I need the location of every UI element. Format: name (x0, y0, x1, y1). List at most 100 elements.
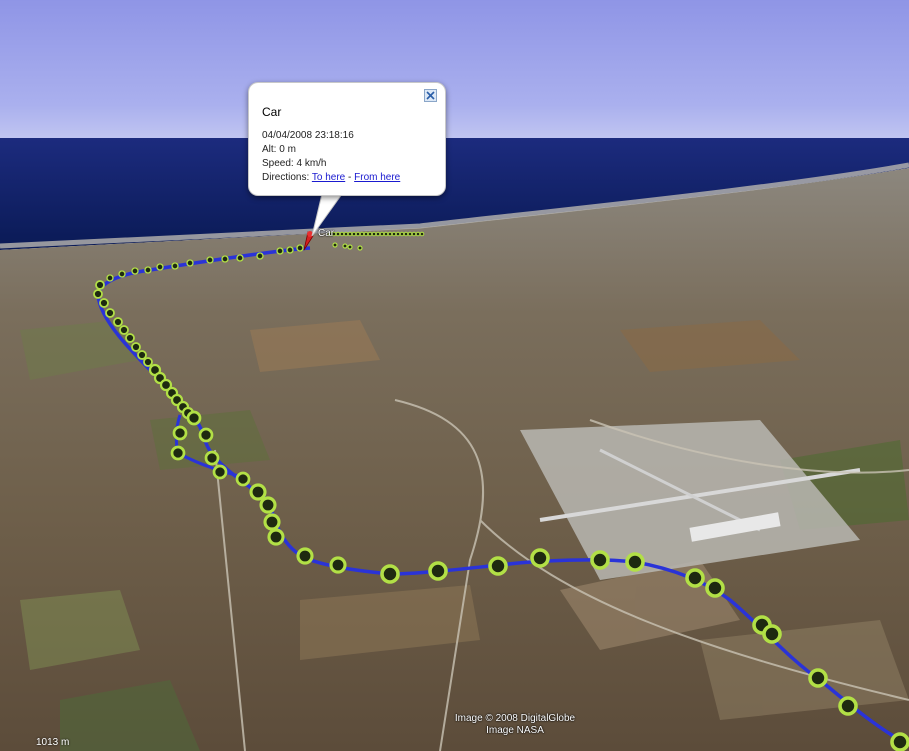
waypoint-icon[interactable] (399, 231, 405, 237)
waypoint-icon[interactable] (276, 247, 284, 255)
waypoint-icon[interactable] (249, 483, 267, 501)
waypoint-icon[interactable] (296, 547, 314, 565)
waypoint-icon[interactable] (332, 242, 338, 248)
waypoint-icon[interactable] (113, 317, 123, 327)
waypoint-icon[interactable] (379, 231, 385, 237)
waypoint-icon[interactable] (198, 427, 214, 443)
waypoint-icon[interactable] (296, 244, 304, 252)
waypoint-icon[interactable] (186, 410, 202, 426)
waypoint-icon[interactable] (411, 231, 417, 237)
waypoint-icon[interactable] (131, 267, 139, 275)
directions-label: Directions: (262, 172, 310, 183)
waypoint-icon[interactable] (371, 231, 377, 237)
field-patches (20, 320, 909, 751)
waypoint-icon[interactable] (256, 252, 264, 260)
imagery-credit-1: Image © 2008 DigitalGlobe (454, 713, 576, 724)
waypoint-icon[interactable] (808, 668, 828, 688)
waypoint-icon[interactable] (407, 231, 413, 237)
waypoint-icon[interactable] (419, 231, 425, 237)
waypoint-icon[interactable] (131, 342, 141, 352)
waypoint-icon[interactable] (99, 298, 109, 308)
waypoint-icon[interactable] (206, 256, 214, 264)
waypoint-icon[interactable] (125, 333, 135, 343)
waypoint-icon[interactable] (355, 231, 361, 237)
waypoint-icon[interactable] (259, 496, 277, 514)
waypoint-icon[interactable] (890, 732, 909, 751)
waypoint-icon[interactable] (415, 231, 421, 237)
balloon-title: Car (262, 105, 282, 119)
waypoint-icon[interactable] (347, 231, 353, 237)
waypoint-icon[interactable] (118, 270, 126, 278)
waypoint-icon[interactable] (347, 244, 353, 250)
close-balloon-button[interactable] (424, 89, 437, 102)
coastline (0, 162, 909, 249)
sky (0, 0, 909, 150)
waypoint-icon[interactable] (705, 578, 725, 598)
directions-separator: - (348, 172, 352, 183)
from-here-link[interactable]: From here (354, 172, 401, 183)
waypoint-icon[interactable] (221, 255, 229, 263)
waypoint-icon[interactable] (95, 280, 105, 290)
waypoint-icon[interactable] (144, 266, 152, 274)
waypoint-icon[interactable] (357, 245, 363, 251)
to-here-link[interactable]: To here (311, 172, 346, 183)
waypoint-icon[interactable] (375, 231, 381, 237)
waypoint-icon[interactable] (625, 552, 645, 572)
waypoint-icon[interactable] (172, 425, 188, 441)
waypoint-icon[interactable] (383, 231, 389, 237)
waypoint-icon[interactable] (428, 561, 448, 581)
waypoint-icon[interactable] (367, 231, 373, 237)
sea (0, 138, 909, 250)
waypoint-icon[interactable] (236, 254, 244, 262)
waypoint-icon[interactable] (838, 696, 858, 716)
waypoint-icon[interactable] (488, 556, 508, 576)
balloon-directions: Directions: To here - From here (262, 172, 400, 183)
waypoint-icon[interactable] (380, 564, 400, 584)
scale-label: 1013 m (36, 737, 70, 748)
waypoint-icon[interactable] (391, 231, 397, 237)
balloon-speed: Speed: 4 km/h (262, 158, 327, 169)
waypoint-icon[interactable] (351, 231, 357, 237)
waypoint-icon[interactable] (403, 231, 409, 237)
waypoint-icon[interactable] (359, 231, 365, 237)
waypoint-icon[interactable] (342, 243, 348, 249)
airport (520, 420, 861, 580)
waypoint-icon[interactable] (106, 274, 114, 282)
waypoint-icon[interactable] (590, 550, 610, 570)
waypoint-icon[interactable] (137, 350, 147, 360)
waypoint-icon[interactable] (171, 262, 179, 270)
waypoint-icon[interactable] (159, 378, 173, 392)
waypoint-icon[interactable] (363, 231, 369, 237)
waypoint-markers (93, 231, 909, 751)
waypoint-icon[interactable] (263, 513, 281, 531)
waypoint-icon[interactable] (286, 246, 294, 254)
waypoint-icon[interactable] (335, 231, 341, 237)
pushpin-icon[interactable] (303, 231, 314, 251)
waypoint-icon[interactable] (212, 464, 228, 480)
waypoint-icon[interactable] (343, 231, 349, 237)
waypoint-icon[interactable] (267, 528, 285, 546)
waypoint-icon[interactable] (170, 445, 186, 461)
waypoint-icon[interactable] (105, 308, 115, 318)
waypoint-icon[interactable] (685, 568, 705, 588)
waypoint-icon[interactable] (143, 357, 153, 367)
waypoint-icon[interactable] (204, 450, 220, 466)
waypoint-icon[interactable] (119, 325, 129, 335)
waypoint-icon[interactable] (186, 259, 194, 267)
placemark-label[interactable]: Car (318, 228, 335, 239)
imagery-credit-2: Image NASA (486, 725, 544, 736)
waypoint-icon[interactable] (339, 231, 345, 237)
info-balloon: Car 04/04/2008 23:18:16 Alt: 0 m Speed: … (248, 82, 446, 196)
balloon-timestamp: 04/04/2008 23:18:16 (262, 130, 354, 141)
waypoint-icon[interactable] (395, 231, 401, 237)
waypoint-icon[interactable] (530, 548, 550, 568)
balloon-altitude: Alt: 0 m (262, 144, 296, 155)
waypoint-icon[interactable] (93, 289, 103, 299)
waypoint-icon[interactable] (762, 624, 782, 644)
waypoint-icon[interactable] (387, 231, 393, 237)
waypoint-icon[interactable] (156, 263, 164, 271)
waypoint-icon[interactable] (329, 556, 347, 574)
waypoint-icon[interactable] (235, 471, 251, 487)
